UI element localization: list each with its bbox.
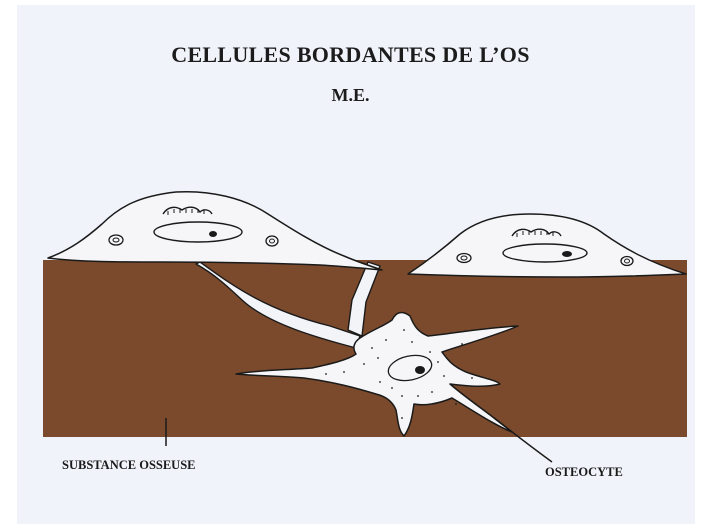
bone-substance-label: SUBSTANCE OSSEUSE: [62, 458, 196, 472]
osteocyte-nucleolus: [415, 366, 425, 374]
lining-cell-right-mitochondrion-1: [456, 252, 472, 264]
figure-subtitle: M.E.: [331, 85, 370, 105]
osteocyte-granules: [325, 329, 473, 419]
lining-cell-left-golgi: [162, 206, 213, 215]
lining-cell-right-golgi-ticks: [516, 231, 554, 237]
osteocyte-label: OSTEOCYTE: [545, 465, 623, 479]
lining-cell-left-mitochondrion-2: [265, 235, 279, 247]
lining-cell-left-golgi-ticks: [167, 209, 205, 215]
lining-cell-left: [47, 190, 383, 271]
lining-cell-right: [407, 213, 687, 278]
osteocyte-body: [235, 311, 519, 437]
lining-cell-left-mitochondrion-1: [108, 234, 124, 246]
figure-title: CELLULES BORDANTES DE L’OS: [171, 42, 530, 67]
lining-cell-left-nucleus: [153, 221, 243, 243]
osteocyte-nucleus: [387, 354, 433, 382]
osteocyte-leader-line: [493, 417, 553, 463]
lining-cell-right-mitochondrion-2: [620, 255, 634, 267]
lining-cell-right-golgi: [511, 228, 562, 237]
lining-cell-right-nucleolus: [562, 251, 572, 257]
lining-cell-right-nucleus: [502, 243, 588, 263]
osteocyte-cell: [235, 311, 519, 437]
lining-cell-left-nucleolus: [209, 231, 217, 237]
